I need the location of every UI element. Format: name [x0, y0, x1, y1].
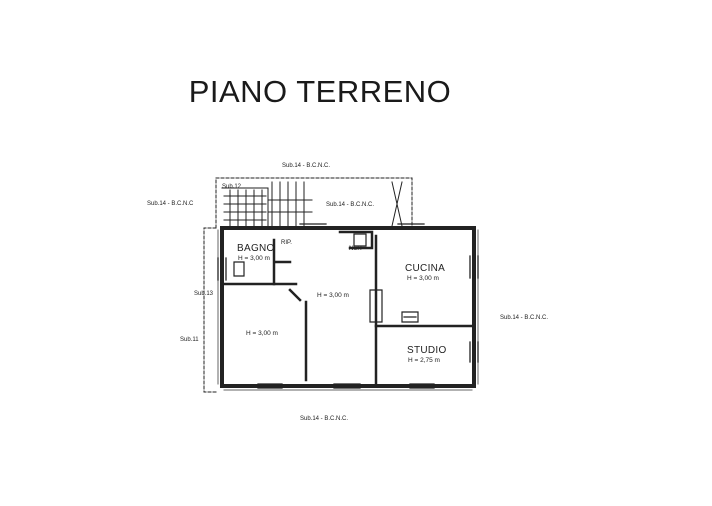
- room-bagno-height: H = 3,00 m: [238, 255, 270, 262]
- label-sub14-right: Sub.14 - B.C.N.C.: [500, 315, 549, 321]
- label-sub14-top: Sub.14 - B.C.N.C.: [282, 163, 331, 169]
- label-sub14-bottom: Sub.14 - B.C.N.C.: [300, 416, 349, 422]
- room-cucina-name: CUCINA: [405, 263, 446, 274]
- label-sub13: Sub.13: [194, 291, 214, 297]
- page-title: PIANO TERRENO: [188, 74, 452, 109]
- exterior-walls: [220, 226, 476, 388]
- label-sub14-left: Sub.14 - B.C.N.C: [147, 201, 194, 207]
- staircase: [221, 181, 403, 227]
- label-sub11: Sub.11: [180, 337, 199, 343]
- interior-walls: [220, 230, 476, 386]
- room-central-height: H = 3,00 m: [317, 292, 349, 299]
- room-bagno-name: BAGNO: [237, 243, 275, 254]
- wall-hatch: [217, 229, 479, 391]
- room-studio-name: STUDIO: [407, 345, 447, 356]
- room-nsr-name: NSR: [349, 246, 362, 252]
- room-rip-name: RIP.: [281, 240, 292, 246]
- windows: [217, 223, 479, 389]
- room-left-height: H = 3,00 m: [246, 330, 278, 337]
- room-studio-height: H = 2,75 m: [408, 357, 440, 364]
- fixtures: [233, 233, 419, 323]
- label-sub14-inner: Sub.14 - B.C.N.C.: [326, 202, 375, 208]
- room-cucina-height: H = 3,00 m: [407, 275, 439, 282]
- label-sub12: Sub.12: [222, 184, 242, 190]
- terrace-outline: [203, 177, 413, 393]
